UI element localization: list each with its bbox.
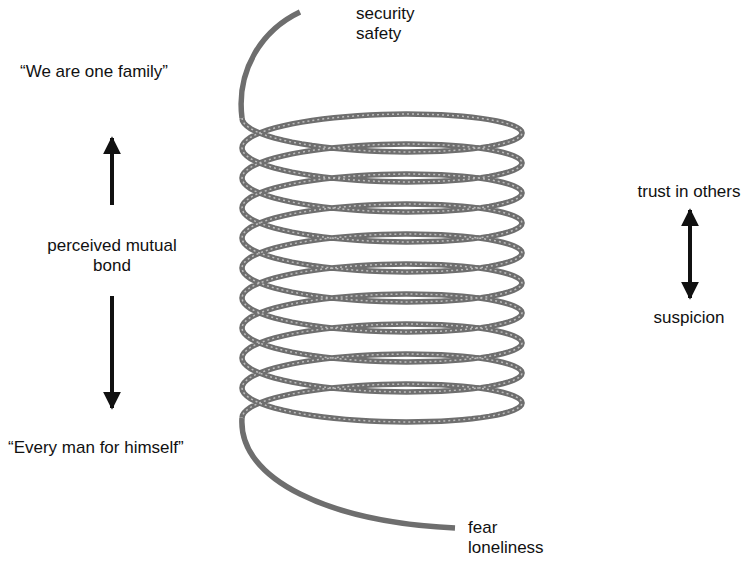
end-label: fear loneliness xyxy=(468,518,558,559)
pole-label: “Every man for himself” xyxy=(8,438,236,458)
end-label: security safety xyxy=(356,4,446,45)
axis-label: perceived mutual bond xyxy=(47,236,177,277)
spring-coil xyxy=(242,114,522,422)
pole-label: “We are one family” xyxy=(20,62,235,82)
double-arrow xyxy=(688,210,692,298)
up-arrow xyxy=(110,138,114,205)
scale-label: trust in others xyxy=(625,182,753,202)
down-arrow xyxy=(110,296,114,408)
spring-grain xyxy=(242,114,522,422)
scale-label: suspicion xyxy=(625,308,753,328)
spring-top-tail xyxy=(241,12,300,118)
spring-bottom-tail xyxy=(242,418,455,528)
